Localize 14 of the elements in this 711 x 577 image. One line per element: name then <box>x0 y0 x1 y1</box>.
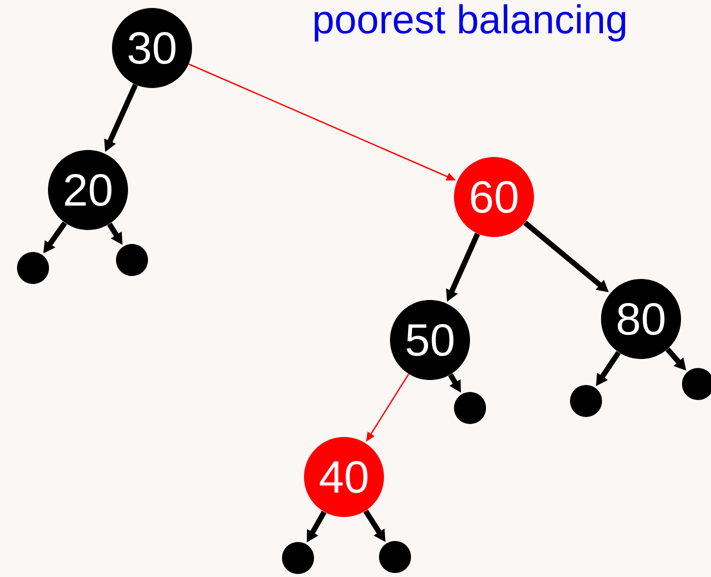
tree-node: 40 <box>304 437 384 517</box>
leaf-node <box>116 244 148 276</box>
tree-node: 20 <box>48 150 128 230</box>
tree-node: 60 <box>454 157 534 237</box>
leaf-node <box>682 368 711 400</box>
leaf-node <box>570 385 602 417</box>
leaf-node <box>282 542 314 574</box>
leaf-node <box>379 541 411 573</box>
leaf-node <box>454 392 486 424</box>
tree-node: 30 <box>112 8 192 88</box>
tree-node: 50 <box>390 300 470 380</box>
title: poorest balancing <box>314 4 626 42</box>
tree-node: 80 <box>601 279 681 359</box>
leaf-node <box>17 252 49 284</box>
